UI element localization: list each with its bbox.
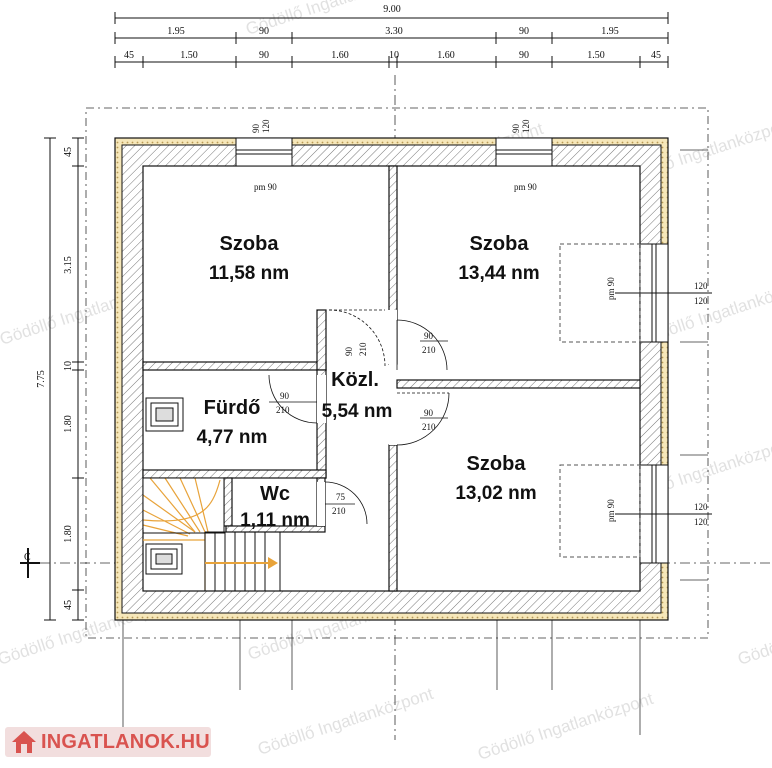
svg-text:210: 210 [358, 342, 368, 356]
svg-text:120: 120 [694, 296, 708, 306]
svg-text:1.80: 1.80 [63, 415, 74, 433]
dim-overall: 9.00 [383, 4, 401, 15]
svg-text:pm 90: pm 90 [606, 499, 616, 522]
svg-text:3.15: 3.15 [63, 256, 74, 274]
svg-text:90: 90 [251, 124, 261, 134]
section-label: C [24, 552, 31, 563]
top-dimensions [114, 12, 669, 68]
svg-text:45: 45 [651, 50, 661, 61]
svg-text:75: 75 [336, 492, 346, 502]
svg-text:120: 120 [694, 502, 708, 512]
door-szoba2: 90 210 [389, 310, 448, 371]
svg-text:1.95: 1.95 [601, 26, 619, 37]
svg-text:5,54 nm: 5,54 nm [322, 401, 393, 422]
svg-text:90: 90 [344, 347, 354, 357]
svg-text:210: 210 [422, 422, 436, 432]
svg-text:Wc: Wc [260, 483, 290, 505]
svg-text:45: 45 [63, 147, 74, 157]
svg-text:1.50: 1.50 [587, 50, 605, 61]
watermark-text: Gödöllő Ingatlanközpont [255, 684, 436, 759]
room-label-szoba-3: Szoba 13,02 nm [455, 453, 536, 504]
dim-left-segments: 45 3.15 10 1.80 1.80 45 [63, 147, 74, 610]
window-top-right: 90 120 pm 90 [495, 119, 553, 192]
svg-text:210: 210 [276, 405, 290, 415]
svg-text:Fürdő: Fürdő [204, 397, 261, 419]
svg-text:210: 210 [332, 506, 346, 516]
watermark-text: Gödöllő Ingatlanközpont [735, 594, 772, 669]
window-right-lower: pm 90 120 120 [559, 464, 712, 564]
svg-text:90: 90 [424, 408, 434, 418]
window-top-left: 90 120 pm 90 [235, 119, 293, 192]
shower-tray [145, 397, 184, 432]
door-furdo: 90 210 [268, 374, 326, 424]
svg-text:13,02 nm: 13,02 nm [455, 483, 536, 504]
watermark-text: Gödöllő Ingatlanközpont [475, 689, 656, 764]
svg-text:45: 45 [124, 50, 134, 61]
room-label-kozl: Közl. 5,54 nm [322, 369, 393, 422]
stair-box [145, 543, 183, 575]
door-wc: 75 210 [317, 481, 368, 526]
svg-text:90: 90 [511, 124, 521, 134]
room-label-szoba-2: Szoba 13,44 nm [458, 233, 539, 284]
svg-text:pm 90: pm 90 [606, 277, 616, 300]
svg-text:1,11 nm: 1,11 nm [240, 510, 310, 531]
svg-text:Szoba: Szoba [467, 453, 527, 475]
svg-text:10: 10 [389, 50, 399, 61]
svg-text:210: 210 [422, 345, 436, 355]
svg-text:1.95: 1.95 [167, 26, 185, 37]
svg-text:11,58 nm: 11,58 nm [209, 263, 289, 284]
room-label-furdo: Fürdő 4,77 nm [197, 397, 268, 448]
window-right-upper: pm 90 120 120 [559, 243, 712, 343]
svg-text:120: 120 [521, 119, 531, 133]
svg-text:pm 90: pm 90 [254, 182, 277, 192]
door-szoba3: 90 210 [389, 390, 450, 446]
ingatlanok-logo[interactable]: INGATLANOK.HU [5, 727, 211, 757]
svg-text:1.60: 1.60 [437, 50, 455, 61]
svg-text:Szoba: Szoba [470, 233, 530, 255]
svg-text:1.50: 1.50 [180, 50, 198, 61]
svg-text:45: 45 [63, 600, 74, 610]
svg-text:120: 120 [694, 281, 708, 291]
svg-text:10: 10 [63, 361, 74, 371]
svg-text:3.30: 3.30 [385, 26, 403, 37]
svg-text:pm 90: pm 90 [514, 182, 537, 192]
room-label-wc: Wc 1,11 nm [240, 483, 310, 531]
dim-left-total: 7.75 [36, 370, 47, 388]
svg-text:90: 90 [519, 26, 529, 37]
svg-text:13,44 nm: 13,44 nm [458, 263, 539, 284]
svg-text:90: 90 [519, 50, 529, 61]
svg-text:1.60: 1.60 [331, 50, 349, 61]
room-label-szoba-1: Szoba 11,58 nm [209, 233, 289, 284]
left-dimensions [44, 137, 84, 621]
svg-text:90: 90 [424, 331, 434, 341]
svg-text:1.80: 1.80 [63, 525, 74, 543]
logo-text: INGATLANOK.HU [41, 730, 210, 753]
svg-text:90: 90 [259, 50, 269, 61]
svg-text:120: 120 [261, 119, 271, 133]
svg-text:120: 120 [694, 517, 708, 527]
svg-text:90: 90 [280, 391, 290, 401]
svg-text:90: 90 [259, 26, 269, 37]
svg-text:Közl.: Közl. [331, 369, 379, 391]
dim-row2: 45 1.50 90 1.60 10 1.60 90 1.50 45 [124, 50, 661, 61]
svg-text:4,77 nm: 4,77 nm [197, 427, 268, 448]
house-icon [11, 729, 37, 755]
section-mark: C [20, 548, 40, 578]
dim-row1: 1.95 90 3.30 90 1.95 [167, 26, 619, 37]
staircase [142, 477, 281, 591]
svg-text:Szoba: Szoba [220, 233, 280, 255]
